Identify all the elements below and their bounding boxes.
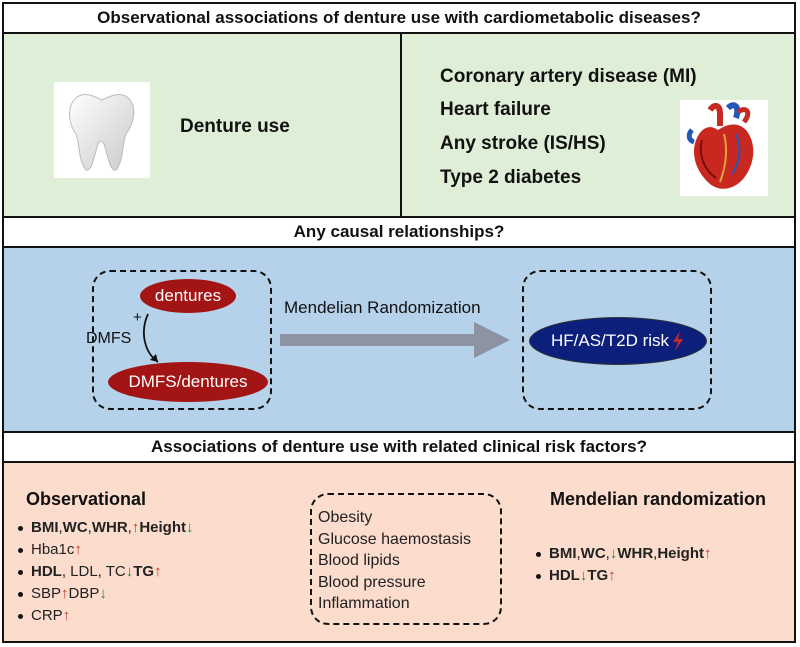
- factor-text: ,: [127, 519, 132, 536]
- factor-item: Blood pressure: [318, 573, 426, 591]
- bullet-icon: [18, 569, 23, 575]
- mendelian-list: BMI, WC, ↓ WHR, Height↑HDL ↓ TG ↑: [536, 543, 712, 587]
- mr-panel: dentures + DMFS DMFS/dentures Mendelian …: [4, 248, 794, 431]
- header-top: Observational associations of denture us…: [4, 4, 794, 32]
- factor-list: Obesity Glucose haemostasis Blood lipids…: [318, 507, 471, 615]
- arrow-up-icon: ↑: [74, 541, 82, 558]
- outcome-stroke: Any stroke (IS/HS): [440, 133, 606, 154]
- arrow-down-icon: ↓: [186, 519, 194, 536]
- factor-text: ,: [605, 545, 610, 562]
- dmfs-dentures-pill: DMFS/dentures: [108, 362, 268, 402]
- outcome-pill: HF/AS/T2D risk: [529, 317, 707, 365]
- list-item: HDL ↓ TG ↑: [536, 565, 712, 587]
- list-item: SBP ↑ DBP↓: [18, 583, 194, 605]
- factor-text: CRP: [31, 607, 63, 624]
- list-item: HDL, LDL, TC ↓ TG↑: [18, 561, 194, 583]
- factor-text: , LDL, TC: [61, 563, 126, 580]
- dmfs-label: DMFS: [86, 330, 132, 347]
- factor-item: Glucose haemostasis: [318, 530, 471, 548]
- arrow-up-icon: ↑: [131, 519, 140, 536]
- observational-panel: Denture use Coronary artery disease (MI)…: [4, 34, 794, 216]
- divider: [4, 216, 794, 218]
- list-item: Hba1c↑: [18, 539, 194, 561]
- arrow-up-icon: ↑: [61, 585, 69, 602]
- factor-text: WC: [62, 519, 88, 536]
- list-item: BMI, WC, ↓ WHR, Height↑: [536, 543, 712, 565]
- divider: [4, 431, 794, 433]
- mr-arrow: [280, 322, 510, 358]
- factor-box: [310, 493, 502, 625]
- plus-sign: +: [133, 309, 142, 326]
- mendelian-title: Mendelian randomization: [550, 489, 767, 509]
- factor-text: TG: [133, 563, 155, 580]
- arrow-up-icon: ↑: [704, 545, 712, 562]
- bullet-icon: [536, 573, 541, 579]
- outcome-t2d: Type 2 diabetes: [440, 167, 582, 188]
- observational-list: BMI, WC, WHR,↑ Height↓Hba1c↑HDL, LDL, TC…: [18, 517, 194, 627]
- list-item: BMI, WC, WHR,↑ Height↓: [18, 517, 194, 539]
- factor-text: HDL: [31, 563, 62, 580]
- factor-text: WC: [580, 545, 606, 562]
- exposure-box: [92, 270, 272, 410]
- divider: [4, 461, 794, 463]
- bullet-icon: [18, 613, 23, 619]
- factor-text: ,: [653, 545, 658, 562]
- factor-text: SBP: [31, 585, 62, 602]
- factor-text: Hba1c: [31, 541, 75, 558]
- outcome-label: HF/AS/T2D risk: [550, 331, 670, 350]
- factor-text: HDL: [549, 567, 580, 584]
- factor-text: Height: [657, 545, 705, 562]
- outcome-hf: Heart failure: [440, 99, 551, 120]
- list-item: CRP↑: [18, 605, 194, 627]
- arrow-up-icon: ↑: [608, 567, 616, 584]
- factor-text: WHR: [91, 519, 128, 536]
- factor-text: ,: [576, 545, 581, 562]
- outcome-cad: Coronary artery disease (MI): [440, 66, 697, 87]
- panel-divider: [400, 34, 402, 216]
- factor-text: TG: [587, 567, 609, 584]
- heart-icon: [680, 100, 768, 196]
- arrow-up-icon: ↑: [62, 607, 71, 624]
- exposure-label: Denture use: [180, 116, 290, 137]
- divider: [4, 246, 794, 248]
- bullet-icon: [18, 547, 23, 553]
- arrow-down-icon: ↓: [579, 567, 588, 584]
- outcome-box: [522, 270, 712, 410]
- risk-factor-panel: Observational BMI, WC, WHR,↑ Height↓Hba1…: [4, 463, 794, 641]
- lightning-icon: [673, 331, 684, 351]
- arrow-down-icon: ↓: [125, 563, 134, 580]
- factor-item: Obesity: [318, 509, 373, 526]
- bullet-icon: [18, 591, 23, 597]
- bullet-icon: [536, 551, 541, 557]
- factor-text: ,: [58, 519, 63, 536]
- factor-item: Inflammation: [318, 595, 410, 612]
- factor-item: Blood lipids: [318, 552, 400, 569]
- arrow-down-icon: ↓: [609, 545, 618, 562]
- arrow-down-icon: ↓: [99, 585, 107, 602]
- header-bottom: Associations of denture use with related…: [4, 433, 794, 461]
- dentures-pill: dentures: [140, 279, 236, 313]
- tooth-icon: [54, 82, 150, 178]
- factor-text: BMI: [31, 519, 59, 536]
- curve-arrow: [143, 313, 159, 363]
- divider: [4, 32, 794, 34]
- factor-text: Height: [139, 519, 187, 536]
- header-middle: Any causal relationships?: [4, 218, 794, 246]
- observational-title: Observational: [26, 489, 147, 509]
- mr-method-label: Mendelian Randomization: [284, 298, 481, 317]
- factor-text: ,: [87, 519, 92, 536]
- factor-text: BMI: [549, 545, 577, 562]
- factor-text: WHR: [617, 545, 654, 562]
- bullet-icon: [18, 525, 23, 531]
- factor-text: DBP: [68, 585, 100, 602]
- arrow-up-icon: ↑: [154, 563, 162, 580]
